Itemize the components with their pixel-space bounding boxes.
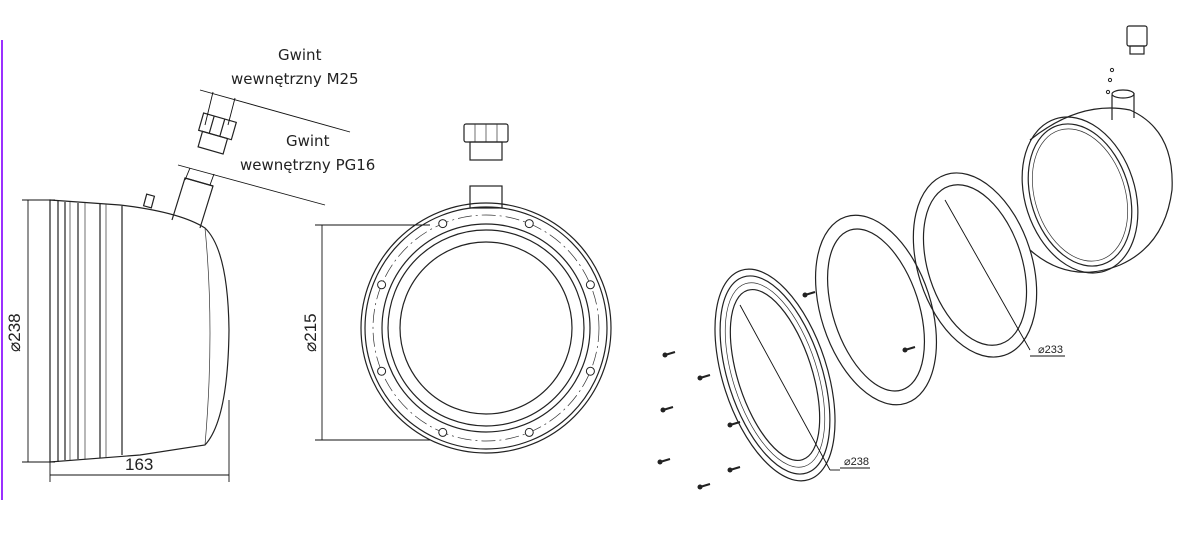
thread-m25-label-line2: wewnętrzny M25 (231, 70, 359, 88)
bolt-hole (585, 366, 595, 376)
front-view (315, 123, 612, 454)
exploded-view (657, 25, 1173, 490)
housing (1021, 25, 1173, 274)
screw-icon (662, 351, 676, 358)
bolt-hole (438, 219, 448, 229)
thread-pg16-label-line1: Gwint (286, 132, 330, 150)
screw-icon (727, 421, 741, 428)
screw-icon (802, 291, 816, 298)
thread-m25-label-line1: Gwint (278, 46, 322, 64)
front-ring (714, 268, 836, 482)
thread-pg16-label-line2: wewnętrzny PG16 (240, 156, 375, 174)
bolt-hole (585, 280, 595, 290)
side-diameter-dimension: ⌀238 (5, 313, 24, 352)
gasket-diameter-dimension: ⌀233 (1038, 344, 1063, 356)
screw-icon (660, 406, 674, 413)
screw-icon (727, 466, 741, 473)
bolt-hole (524, 427, 534, 437)
screw-icon (697, 374, 711, 381)
screw-icon (902, 346, 916, 353)
side-length-dimension: 163 (125, 455, 153, 474)
screw-icon (697, 483, 711, 490)
side-view (22, 89, 351, 482)
bolt-hole (377, 366, 387, 376)
screw-icon (657, 458, 671, 465)
gasket (814, 214, 938, 406)
bolt-hole (524, 219, 534, 229)
bolt-hole (377, 280, 387, 290)
ring-diameter-dimension: ⌀238 (844, 456, 869, 468)
bolt-hole (438, 427, 448, 437)
front-diameter-dimension: ⌀215 (301, 313, 320, 352)
flange (912, 172, 1038, 358)
